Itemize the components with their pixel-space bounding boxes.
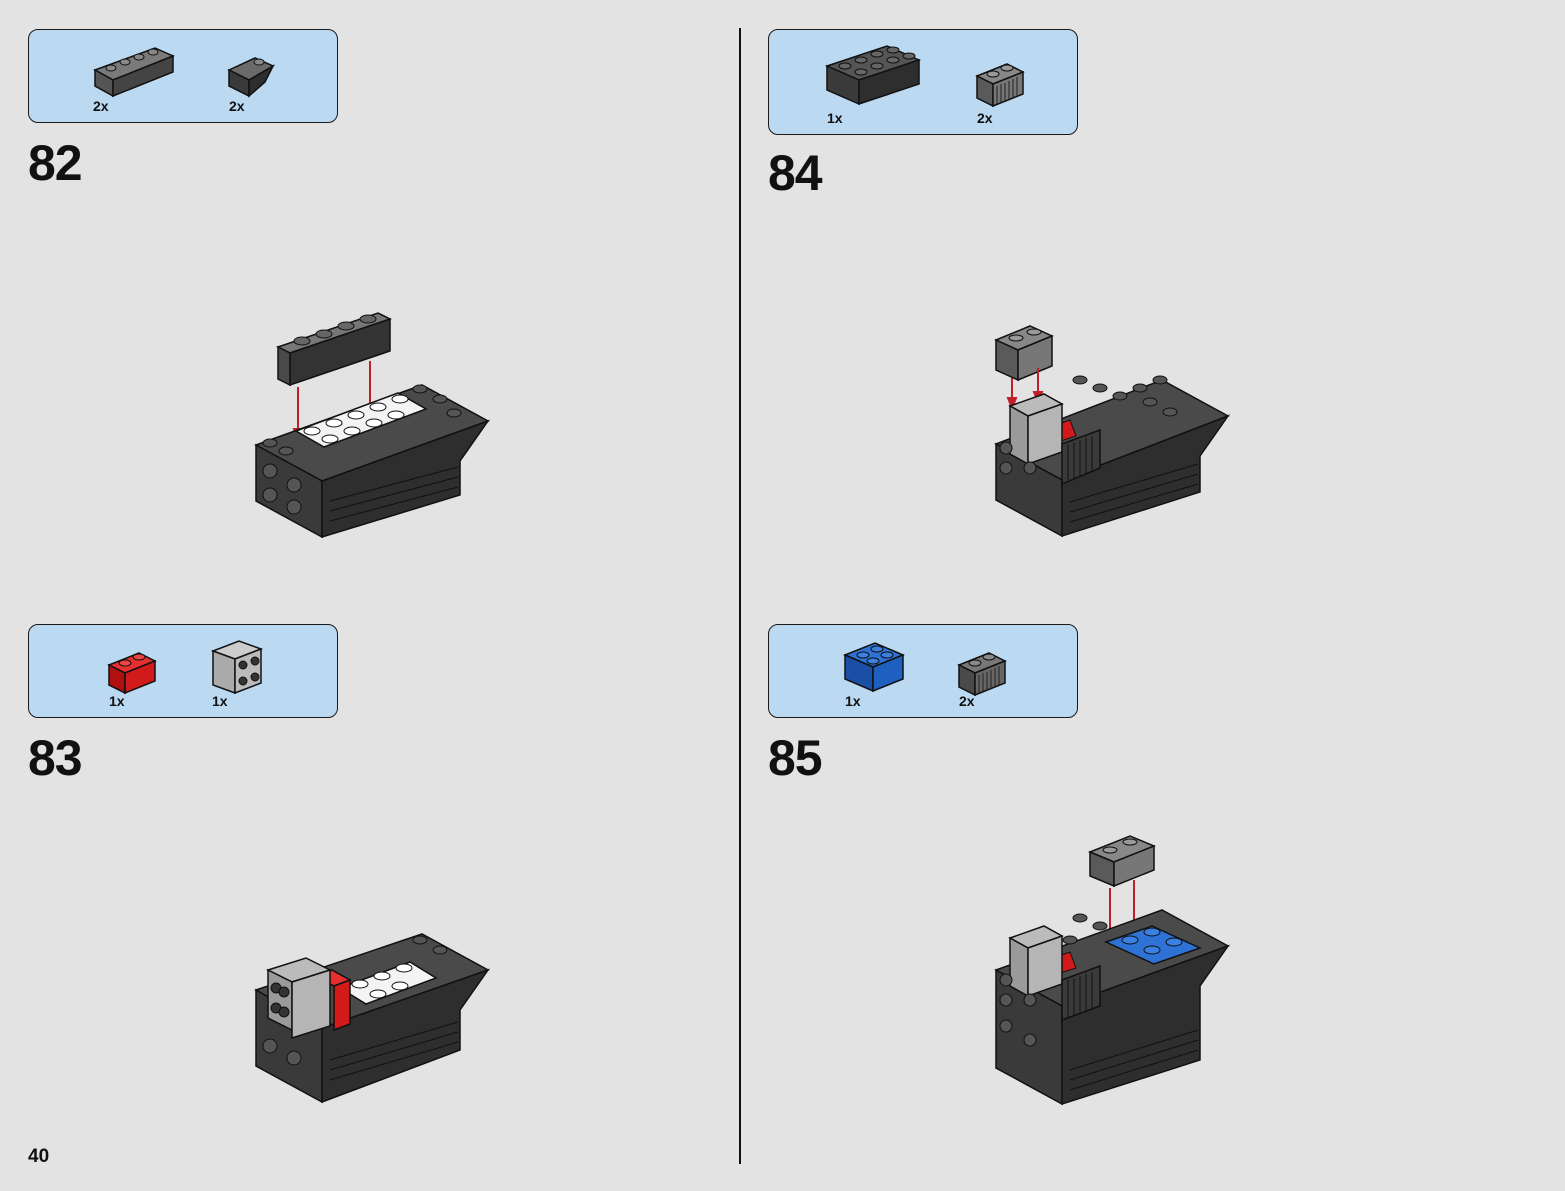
- model-step-83: [254, 933, 490, 1104]
- step-number: 82: [28, 135, 83, 191]
- blue-brick-2x2-icon: [843, 642, 905, 693]
- grey-grille-1x2-icon: [975, 63, 1025, 108]
- page-number: 40: [28, 1146, 50, 1167]
- parts-callout-82: 2x 2x: [28, 29, 338, 123]
- step-number: 84: [768, 145, 823, 201]
- dark-brick-2x4-icon: [824, 45, 922, 106]
- part-qty: 2x: [977, 110, 993, 126]
- parts-callout-83: 1x 1x: [28, 624, 338, 718]
- parts-callout-85: 1x 2x: [768, 624, 1078, 718]
- parts-callout-84: 1x 2x: [768, 29, 1078, 135]
- red-brick-1x2-icon: [107, 652, 157, 695]
- part-qty: 2x: [93, 98, 109, 114]
- part-qty: 1x: [212, 693, 228, 709]
- part-qty: 1x: [827, 110, 843, 126]
- part-qty: 2x: [959, 693, 975, 709]
- model-step-85: [994, 835, 1230, 1106]
- step-number: 85: [768, 730, 823, 786]
- dark-slope-1x2-icon: [227, 57, 275, 98]
- grey-brick-2x2-side-studs-icon: [210, 640, 264, 695]
- part-qty: 1x: [109, 693, 125, 709]
- step-number: 83: [28, 730, 83, 786]
- page-divider: [739, 28, 741, 1164]
- part-qty: 1x: [845, 693, 861, 709]
- model-step-82: [254, 312, 490, 539]
- dark-brick-1x4-icon: [93, 47, 175, 98]
- model-step-84: [994, 325, 1231, 538]
- part-qty: 2x: [229, 98, 245, 114]
- grey-grille-1x2-icon: [957, 652, 1007, 697]
